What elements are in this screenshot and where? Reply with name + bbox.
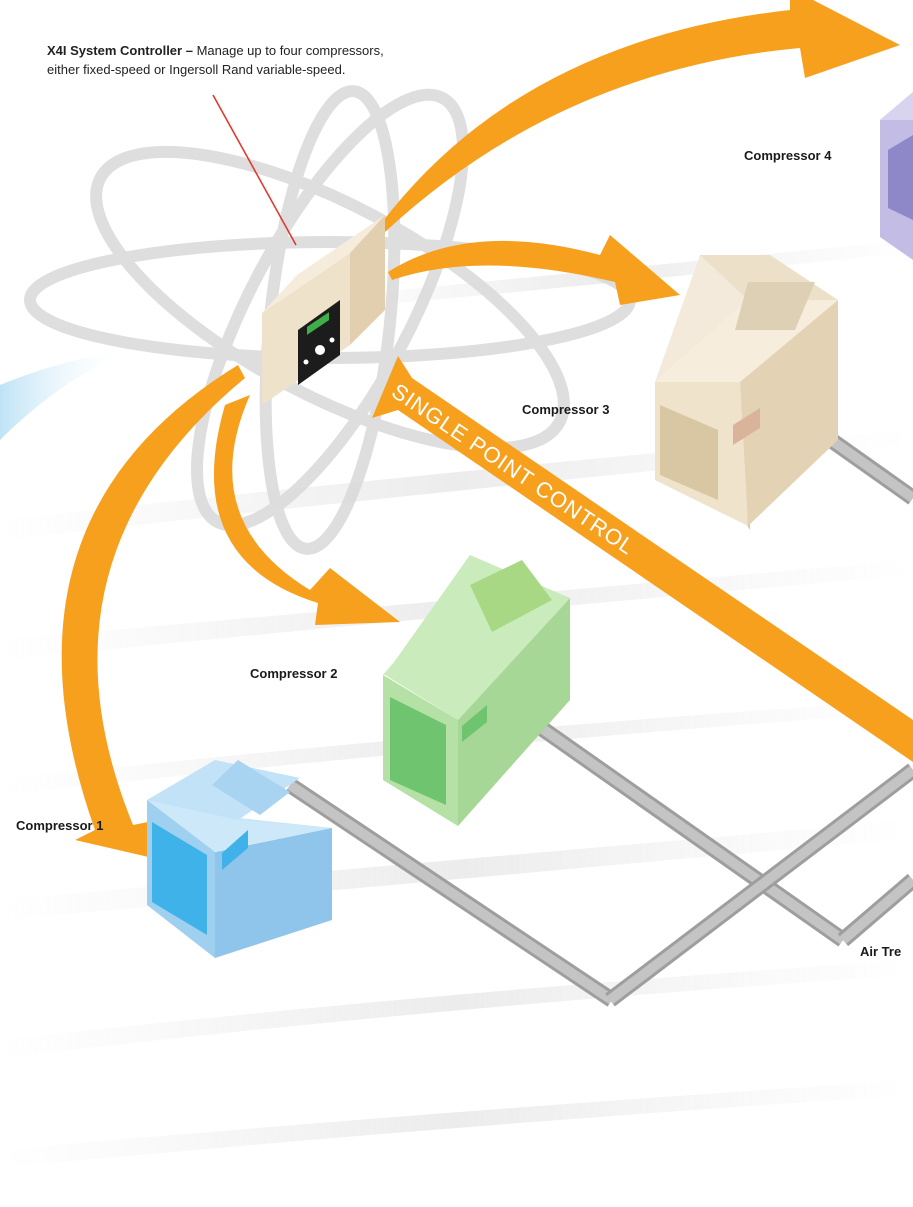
compressor-4-label: Compressor 4 bbox=[744, 148, 832, 163]
controller-description-line1: Manage up to four compressors, bbox=[196, 43, 384, 58]
controller-description-line2: either fixed-speed or Ingersoll Rand var… bbox=[47, 62, 346, 77]
leader-line bbox=[212, 94, 297, 246]
air-treatment-label: Air Tre bbox=[860, 944, 902, 959]
pipe-network bbox=[285, 411, 913, 1007]
arrow-to-compressor-1 bbox=[61, 365, 245, 862]
control-arrows bbox=[61, 0, 913, 862]
arrow-to-compressor-4 bbox=[380, 0, 900, 232]
compressor-4-unit bbox=[880, 92, 913, 260]
compressor-2-unit bbox=[383, 555, 570, 826]
single-point-control-arrow bbox=[372, 356, 913, 762]
compressor-1-label: Compressor 1 bbox=[16, 818, 104, 833]
arrow-to-compressor-3 bbox=[388, 235, 680, 305]
controller-name: X4I System Controller – bbox=[47, 43, 193, 58]
compressor-3-label: Compressor 3 bbox=[522, 402, 610, 417]
x4i-controller bbox=[262, 215, 385, 405]
compressor-1-unit bbox=[147, 760, 332, 958]
compressor-3-unit bbox=[655, 255, 838, 530]
controller-caption: X4I System Controller – Manage up to fou… bbox=[47, 41, 467, 79]
arrow-to-compressor-2 bbox=[213, 395, 400, 625]
controller-dial-icon bbox=[315, 345, 325, 355]
compressor-2-label: Compressor 2 bbox=[250, 666, 338, 681]
blue-swoosh bbox=[0, 350, 130, 440]
